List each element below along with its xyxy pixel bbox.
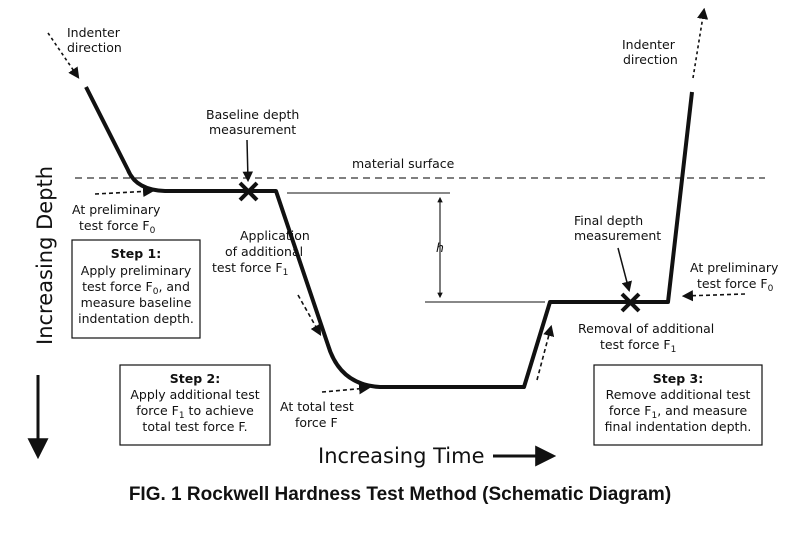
prelim-right-label-2: test force F0 — [697, 276, 774, 294]
application-label-3: test force F1 — [212, 260, 288, 278]
step3-line1: Remove additional test — [606, 387, 751, 402]
total-label-2: force F — [295, 415, 338, 430]
step3-title: Step 3: — [653, 371, 703, 386]
application-label-1: Application — [240, 228, 310, 243]
indenter-right-label-1: Indenter — [622, 37, 676, 52]
step2-line2: force F1 to achieve — [136, 403, 254, 421]
baseline-arrow — [242, 139, 254, 183]
final-label-2: measurement — [574, 228, 661, 243]
prelim-left-label-2: test force F0 — [79, 218, 156, 236]
material-surface-label: material surface — [352, 156, 455, 171]
x-axis-label: Increasing Time — [318, 444, 485, 468]
depth-curve — [84, 86, 694, 389]
step2-line3: total test force F. — [142, 419, 247, 434]
indenter-left-arrow — [47, 32, 80, 79]
final-arrow — [617, 247, 632, 293]
baseline-label-2: measurement — [209, 122, 296, 137]
total-force-arrow — [321, 383, 371, 395]
application-label-2: of additional — [225, 244, 303, 259]
indenter-left-label-1: Indenter — [67, 25, 121, 40]
step3-line3: final indentation depth. — [605, 419, 752, 434]
step3-line2: force F1, and measure — [609, 403, 748, 421]
step3-box: Step 3: Remove additional test force F1,… — [593, 364, 763, 446]
removal-arrow — [536, 324, 555, 381]
removal-label-1: Removal of additional — [578, 321, 714, 336]
indenter-right-arrow — [692, 7, 709, 79]
removal-label-2: test force F1 — [600, 337, 676, 355]
figure-caption: FIG. 1 Rockwell Hardness Test Method (Sc… — [129, 484, 671, 505]
step2-box: Step 2: Apply additional test force F1 t… — [119, 364, 271, 446]
step2-title: Step 2: — [170, 371, 220, 386]
final-x-marker — [620, 292, 641, 313]
step1-line2: test force F0, and — [82, 279, 190, 297]
step1-title: Step 1: — [111, 246, 161, 261]
prelim-right-arrow — [681, 290, 746, 302]
prelim-left-label-1: At preliminary — [72, 202, 161, 217]
prelim-left-arrow — [94, 185, 155, 198]
step2-line1: Apply additional test — [130, 387, 259, 402]
step1-line1: Apply preliminary — [81, 263, 192, 278]
step1-line4: indentation depth. — [78, 311, 194, 326]
prelim-right-label-1: At preliminary — [690, 260, 779, 275]
application-arrow — [297, 294, 322, 336]
baseline-x-marker — [238, 181, 259, 202]
h-label: h — [436, 240, 444, 255]
y-axis-label: Increasing Depth — [33, 166, 57, 345]
indenter-left-label-2: direction — [67, 40, 122, 55]
indenter-right-label-2: direction — [623, 52, 678, 67]
step1-line3: measure baseline — [81, 295, 192, 310]
final-label-1: Final depth — [574, 213, 643, 228]
baseline-label-1: Baseline depth — [206, 107, 299, 122]
step1-box: Step 1: Apply preliminary test force F0,… — [71, 239, 201, 339]
total-label-1: At total test — [280, 399, 354, 414]
